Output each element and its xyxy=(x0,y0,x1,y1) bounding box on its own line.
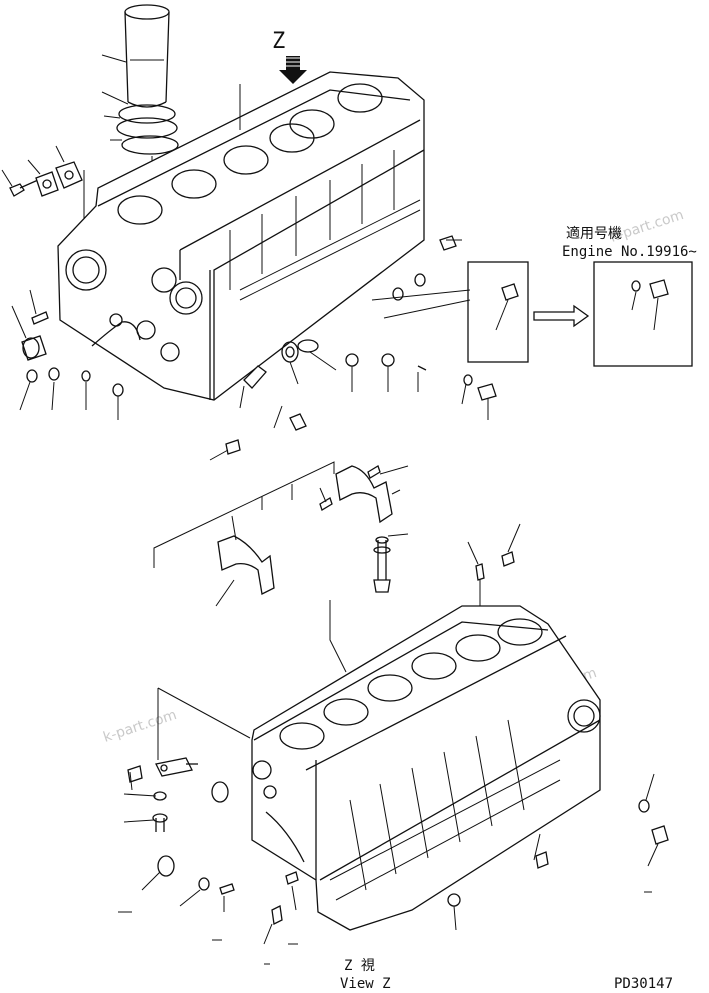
detail-box-after xyxy=(593,261,693,367)
bearing-cap-upper xyxy=(335,465,393,524)
plug-lower-right xyxy=(638,799,650,813)
plug-lower-middle xyxy=(535,851,549,869)
plug-7 xyxy=(381,353,395,367)
dowel-pin-1 xyxy=(367,465,381,479)
bolt-small xyxy=(289,413,307,431)
bracket-assembly xyxy=(155,757,198,777)
plug-lower-bottom xyxy=(447,893,461,907)
pin-lower xyxy=(219,883,235,895)
washer-lower-2 xyxy=(198,877,210,891)
plug-left xyxy=(21,335,47,361)
washer-1 xyxy=(26,369,38,383)
drawing-code: PD30147 xyxy=(614,976,673,992)
stud-lower xyxy=(271,905,283,925)
applicable-model-label-jp: 適用号機 xyxy=(566,225,622,242)
main-bearing-cap xyxy=(217,535,275,595)
dowel-lower xyxy=(285,871,299,885)
leader-lines-lower-right xyxy=(329,600,659,931)
cylinder-block-upper xyxy=(57,71,425,401)
bolt-and-plate-assembly xyxy=(9,161,83,197)
seal-ring xyxy=(281,341,299,363)
detail-bolt-after xyxy=(631,279,669,331)
conversion-arrow-icon xyxy=(533,304,590,328)
view-arrow-icon xyxy=(279,56,307,84)
dowel-pin-2 xyxy=(319,497,333,511)
washer-2 xyxy=(48,367,60,381)
leader-lines-liner xyxy=(101,54,153,178)
main-bearing-cap-bolt xyxy=(373,536,391,593)
plug-3 xyxy=(81,370,91,382)
view-caption-jp: Z 視 xyxy=(344,958,375,974)
bolt-right xyxy=(477,383,497,401)
cylinder-block-lower xyxy=(251,605,601,931)
flange-bolt-lower-left xyxy=(152,813,168,832)
detail-bolt-before xyxy=(495,283,519,331)
oil-seal xyxy=(297,339,319,353)
detail-box-before xyxy=(467,261,529,363)
sensor xyxy=(243,365,267,389)
view-caption-en: View Z xyxy=(340,976,391,992)
plug-lower-right-2 xyxy=(651,825,669,845)
leader-lines-front xyxy=(11,289,119,420)
watermark-2: k-part.com xyxy=(101,707,178,746)
leader-lines-right xyxy=(209,84,489,461)
cylinder-liner xyxy=(116,4,179,155)
plug-10 xyxy=(392,287,404,301)
engine-number-label: Engine No.19916~ xyxy=(562,244,697,260)
view-marker-label: Z xyxy=(272,29,285,54)
plug-lower-1 xyxy=(211,781,229,803)
leader-lines-lower-left xyxy=(118,687,298,965)
plug-9 xyxy=(414,273,426,287)
stud-pin-center xyxy=(475,563,485,581)
leader-lines-left xyxy=(1,145,98,231)
bolt-lower-left xyxy=(127,765,143,783)
pin-8 xyxy=(417,365,427,371)
plug-6 xyxy=(345,353,359,367)
leader-lines-caps xyxy=(153,461,409,607)
plug-lower-2 xyxy=(157,855,175,877)
plug-center xyxy=(501,551,515,567)
plug-4 xyxy=(112,383,124,397)
plug-5 xyxy=(225,439,241,455)
stud-bolt-right xyxy=(439,235,457,251)
pin-left xyxy=(31,311,49,325)
washer-right xyxy=(463,374,473,386)
